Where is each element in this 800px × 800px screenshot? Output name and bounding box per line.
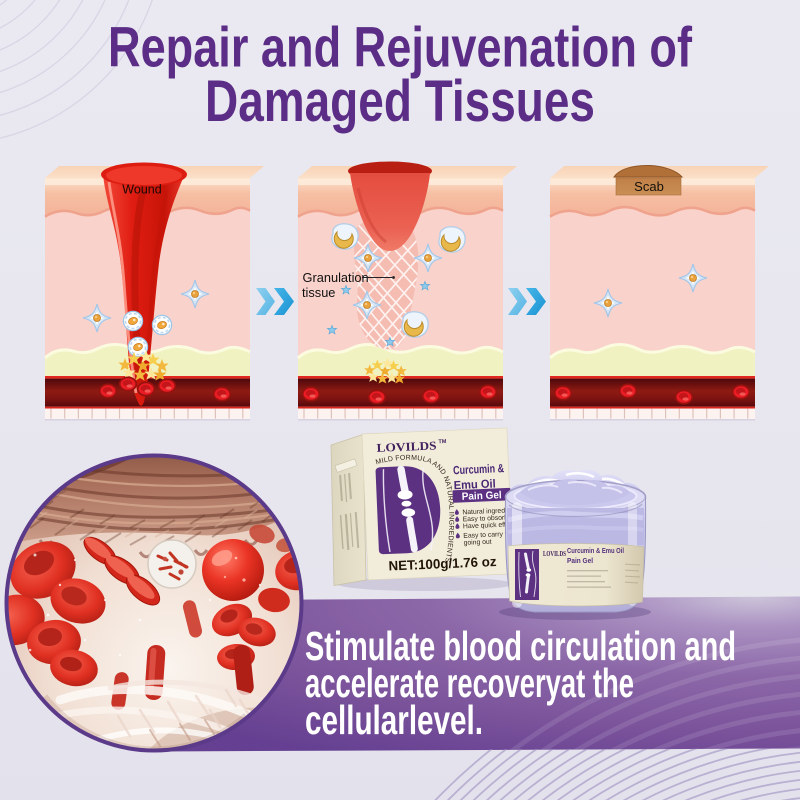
svg-text:accelerate recoveryat the: accelerate recoveryat the — [305, 660, 634, 706]
svg-text:Granulation: Granulation — [303, 270, 369, 285]
svg-text:NET:100g/1.76 oz: NET:100g/1.76 oz — [388, 554, 497, 574]
svg-text:Pain Gel: Pain Gel — [461, 489, 502, 503]
svg-text:Curcumin &: Curcumin & — [453, 461, 505, 477]
svg-text:Damaged Tissues: Damaged Tissues — [205, 69, 595, 134]
svg-text:Repair and Rejuvenation of: Repair and Rejuvenation of — [108, 16, 693, 80]
svg-text:Natural ingredients: Natural ingredients — [462, 507, 520, 516]
svg-text:Wound: Wound — [122, 183, 161, 197]
svg-text:LOVILDS: LOVILDS — [543, 551, 566, 558]
svg-text:TM: TM — [438, 439, 447, 445]
svg-text:going out: going out — [464, 539, 492, 547]
svg-text:cellularlevel.: cellularlevel. — [305, 697, 483, 743]
svg-text:Scab: Scab — [634, 179, 664, 194]
svg-text:Emu Oil: Emu Oil — [453, 476, 496, 492]
svg-text:LOVILDS: LOVILDS — [376, 438, 437, 455]
svg-text:Easy to carry when: Easy to carry when — [463, 530, 521, 539]
svg-text:Easy to obsorb: Easy to obsorb — [463, 514, 509, 523]
svg-text:tissue: tissue — [302, 285, 335, 300]
svg-text:Pain Gel: Pain Gel — [567, 558, 593, 565]
svg-text:Stimulate blood circulation an: Stimulate blood circulation and — [305, 623, 736, 669]
svg-text:Curcumin & Emu Oil: Curcumin & Emu Oil — [567, 548, 624, 555]
svg-text:Have quick effect: Have quick effect — [463, 521, 515, 530]
